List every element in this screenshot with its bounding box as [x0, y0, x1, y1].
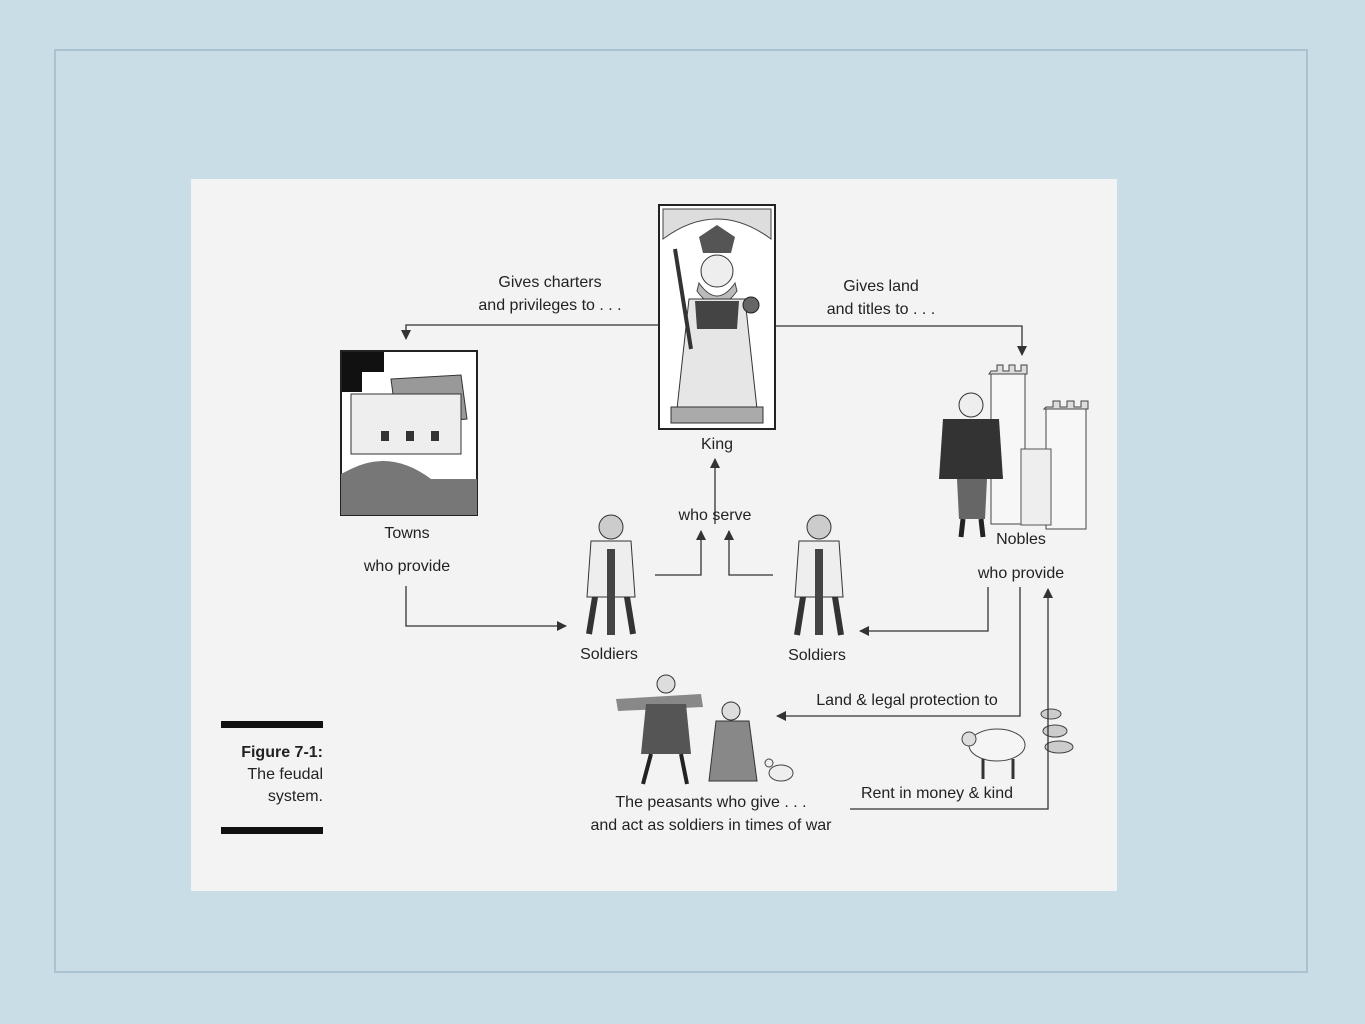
who-serve-label: who serve [678, 507, 752, 524]
king-illustration [658, 204, 776, 430]
caption-line-2: system. [267, 788, 323, 805]
peasants-label-line1: The peasants who give . . . [615, 794, 807, 811]
soldiers-left-label: Soldiers [580, 646, 638, 663]
feudal-system-figure: Gives charters and privileges to . . . G… [191, 179, 1117, 891]
peasants-label-line2: and act as soldiers in times of war [590, 817, 832, 834]
king-label: King [700, 436, 734, 453]
nobles-arrow-label-line1: Gives land [843, 278, 919, 295]
peasants-illustration [616, 674, 794, 785]
caption-bottom-rule [221, 827, 323, 834]
towns-illustration [340, 350, 478, 516]
soldier-left-illustration [586, 514, 636, 635]
caption-top-rule [221, 721, 323, 728]
diagram-graphics [340, 204, 1089, 810]
towns-arrow-label-line1: Gives charters [498, 274, 602, 291]
sheep-illustration [961, 728, 1026, 779]
soldiers-right-label: Soldiers [788, 647, 846, 664]
connectors [401, 324, 1053, 810]
caption-figure-label: Figure 7-1: [241, 744, 323, 761]
towns-label: Towns [384, 525, 430, 542]
caption-line-1: The feudal [247, 766, 323, 783]
nobles-arrow-label-line2: and titles to . . . [826, 301, 936, 318]
nobles-label: Nobles [996, 531, 1046, 548]
nobles-illustration [939, 364, 1089, 538]
land-protection-label: Land & legal protection to [816, 692, 998, 709]
nobles-who-provide-label: who provide [977, 565, 1065, 582]
rent-label: Rent in money & kind [860, 785, 1014, 802]
figure-caption: Figure 7-1: The feudal system. [221, 742, 323, 808]
goods-illustration [1040, 708, 1074, 754]
soldier-right-illustration [794, 514, 844, 636]
slide-frame [54, 49, 1308, 973]
towns-arrow-label-line2: and privileges to . . . [478, 297, 622, 314]
towns-who-provide-label: who provide [363, 558, 451, 575]
